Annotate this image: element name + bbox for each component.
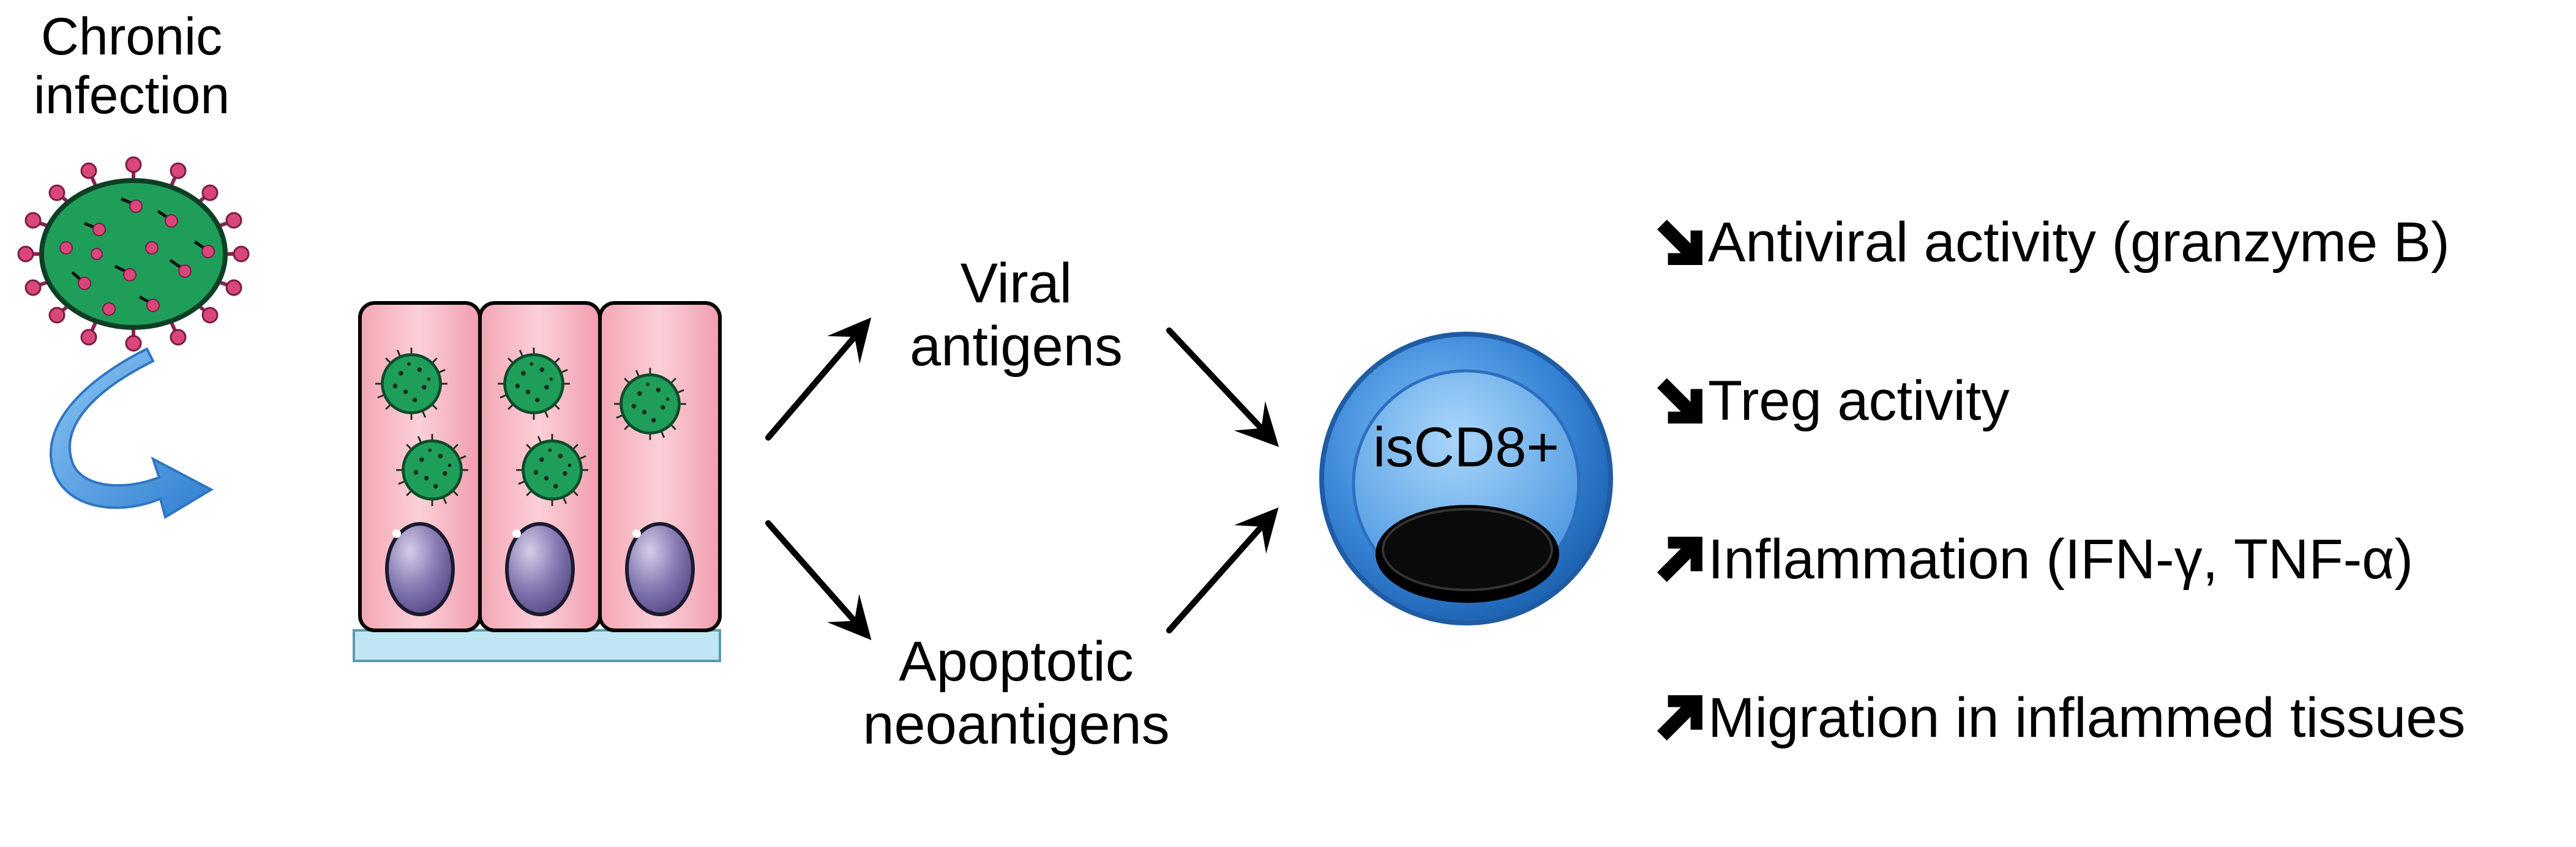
nucleus-icon — [385, 522, 695, 616]
effect-item: Treg activity — [1653, 369, 2571, 432]
arrow-up-right-icon — [1657, 537, 1702, 582]
effect-text: Antiviral activity (granzyme B) — [1708, 211, 2450, 274]
arrow-up-right-icon — [1657, 695, 1702, 741]
effect-text: Treg activity — [1708, 369, 2010, 432]
arrow-to-apoptotic-neoantigens — [765, 520, 872, 640]
effect-text: Inflammation (IFN-γ, TNF-α) — [1708, 528, 2414, 591]
effect-item: Inflammation (IFN-γ, TNF-α) — [1653, 528, 2571, 591]
arrow-apoptotic-to-tcell — [1166, 507, 1279, 633]
pathway-arrows — [765, 317, 1279, 640]
effect-text: Migration in inflammed tissues — [1708, 686, 2466, 749]
iscd8-label: isCD8+ — [1372, 416, 1560, 479]
curved-arrow-icon — [50, 347, 214, 520]
effect-item: Antiviral activity (granzyme B) — [1653, 211, 2571, 274]
arrow-to-viral-antigens — [765, 317, 872, 441]
diagram-canvas — [17, 156, 1613, 662]
iscd8-cell-icon — [1319, 332, 1613, 625]
arrow-viral-to-tcell — [1166, 327, 1279, 447]
effects-list: Antiviral activity (granzyme B) Treg act… — [1653, 211, 2571, 847]
epithelial-cells — [353, 301, 722, 662]
effect-item: Migration in inflammed tissues — [1653, 686, 2571, 749]
virus-icon — [17, 156, 250, 352]
arrow-down-right-icon — [1657, 378, 1702, 424]
arrow-down-right-icon — [1657, 220, 1702, 265]
